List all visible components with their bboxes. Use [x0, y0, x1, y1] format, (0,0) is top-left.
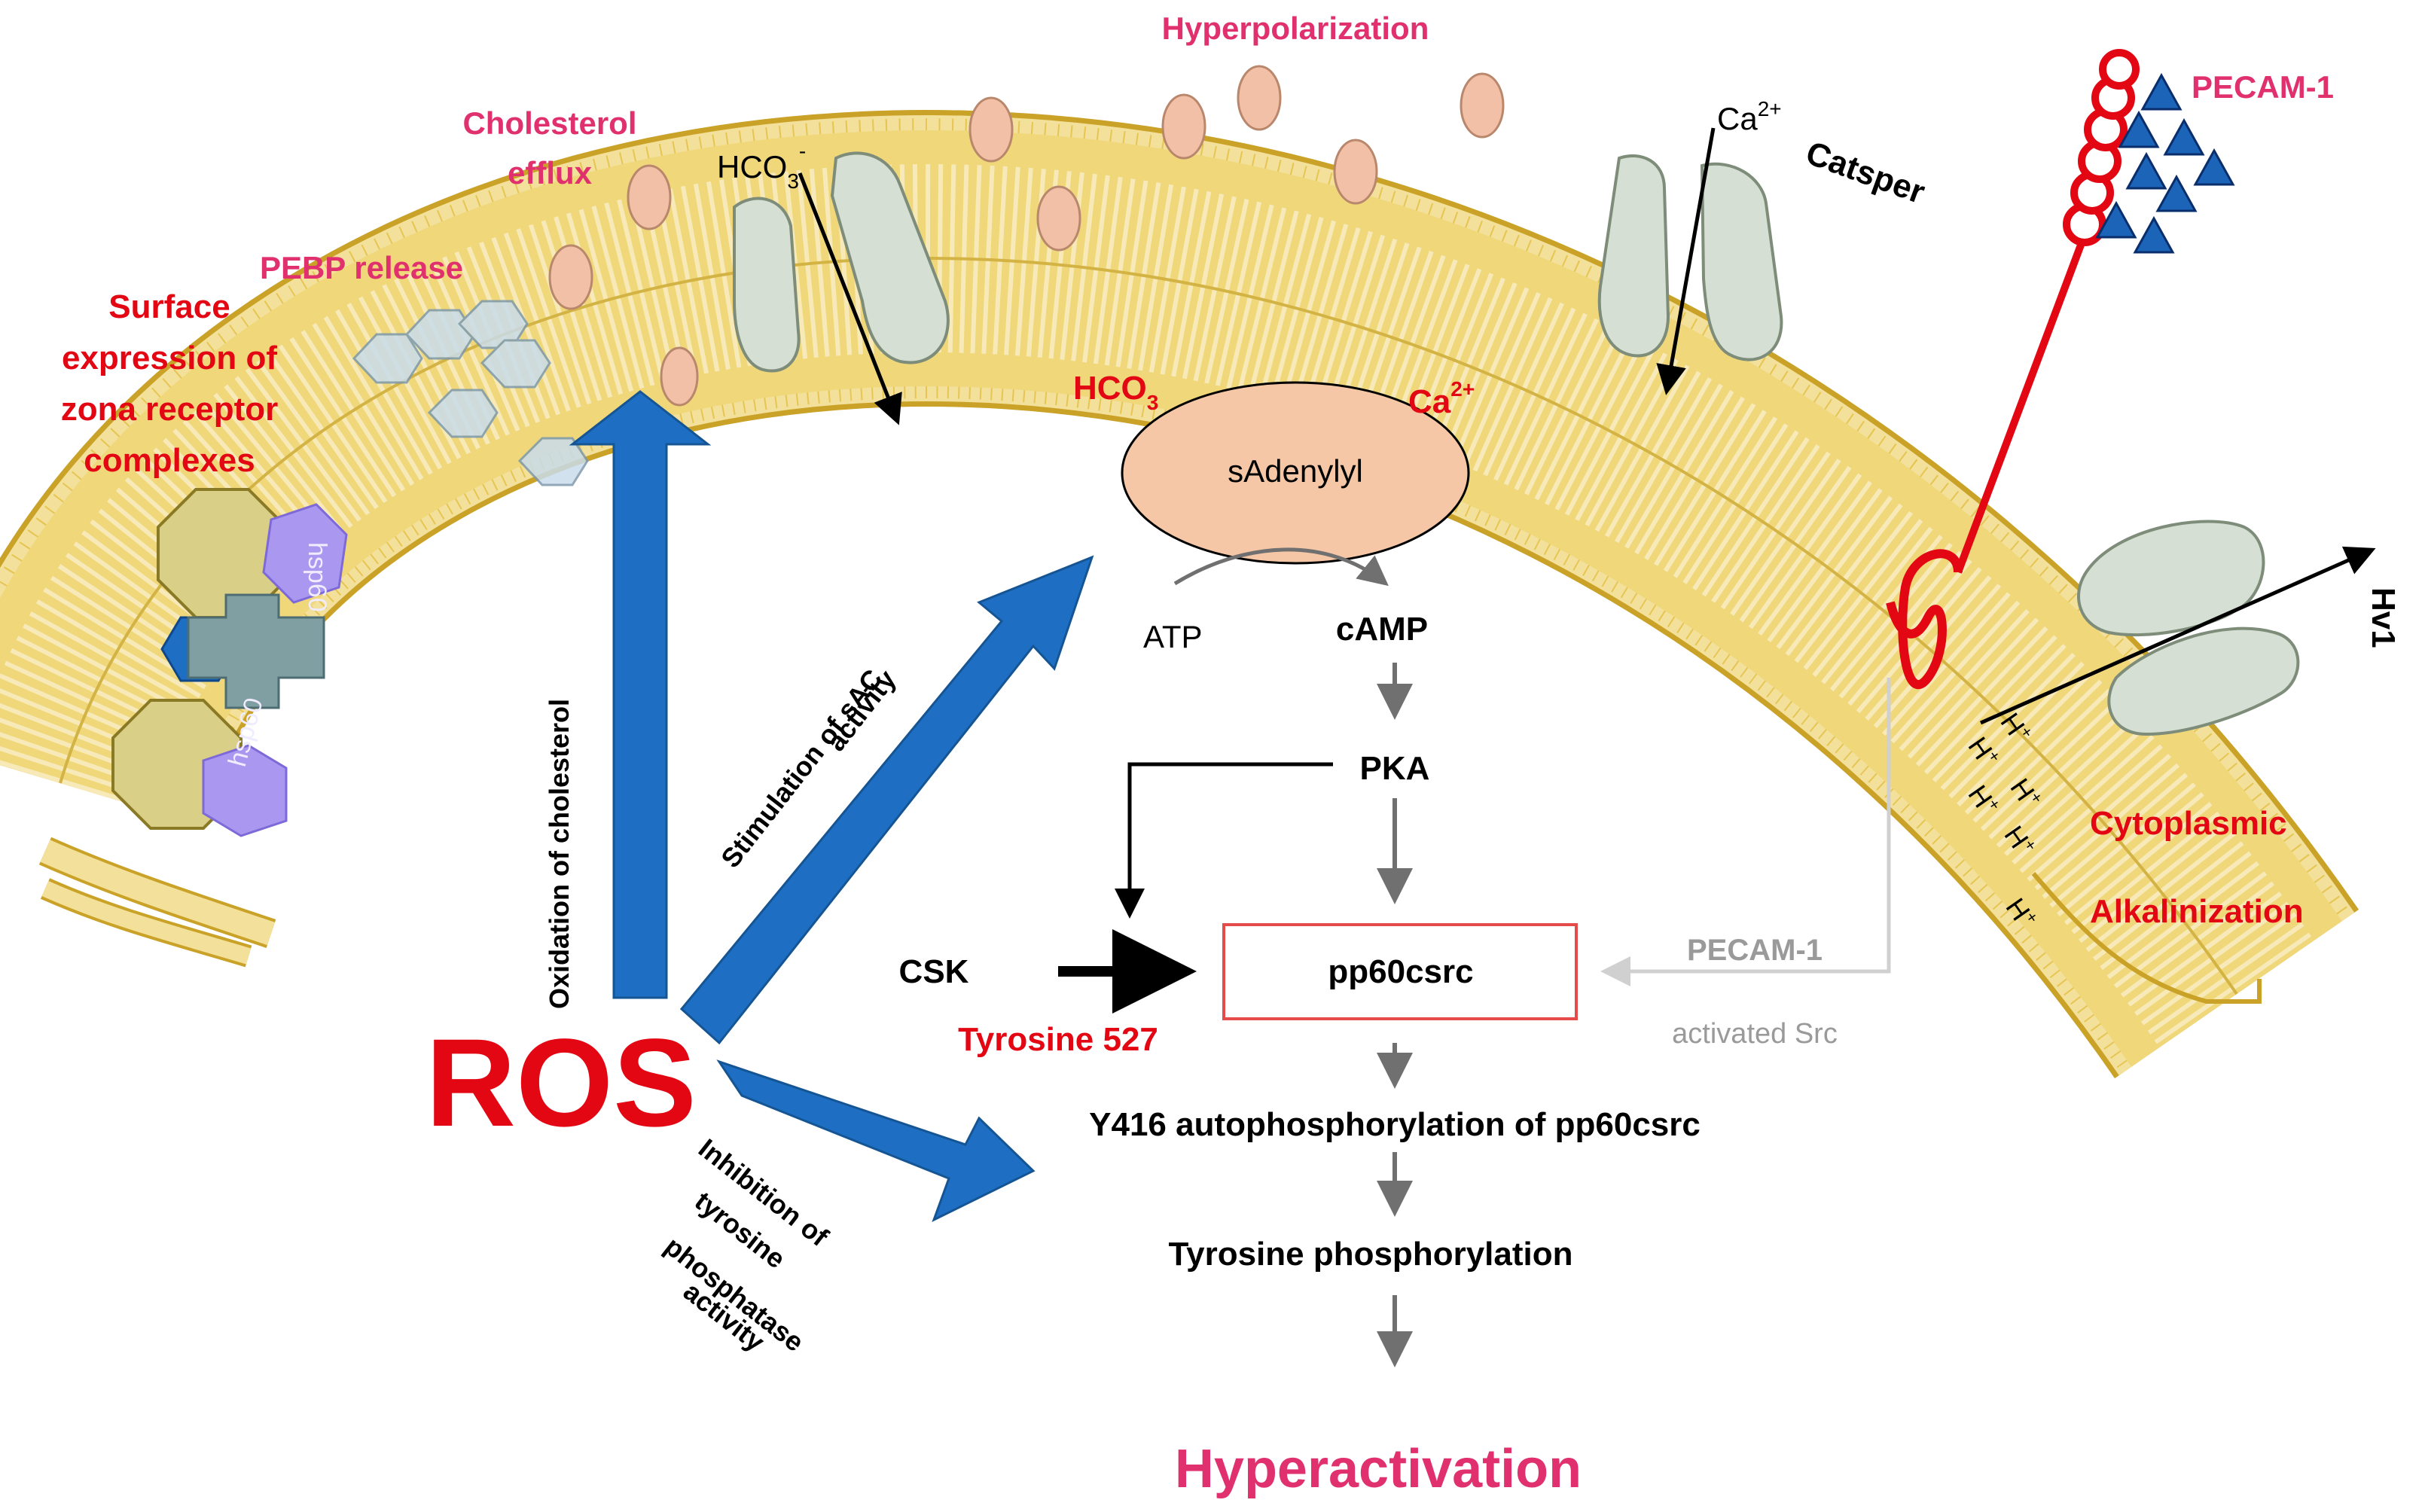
oxidation-label: Oxidation of cholesterol	[544, 699, 575, 1009]
zona-receptor-complex: hsp60 hsp60	[111, 488, 348, 837]
efflux-label: efflux	[508, 155, 593, 191]
catsper-label: Catsper	[1801, 134, 1930, 211]
catsper-channel	[1597, 154, 1783, 361]
inhibition-arrow	[716, 1059, 1036, 1222]
pebp-hexagons	[352, 300, 589, 486]
sadenylyl-label: sAdenylyl	[1228, 453, 1363, 489]
hv1-label: Hv1	[2365, 587, 2402, 648]
pecam-stalk	[1954, 239, 2086, 574]
proton-efflux-arrow	[1979, 546, 2376, 725]
tyrosine-phosphorylation-label: Tyrosine phosphorylation	[1168, 1236, 1572, 1273]
sadenylyl-cyclase	[1121, 381, 1470, 565]
pka-label: PKA	[1360, 750, 1430, 787]
cytoplasmic-label: Cytoplasmic	[2090, 805, 2287, 842]
membrane-right-end	[2031, 872, 2262, 1004]
complexes-label: complexes	[84, 442, 255, 479]
hyperpolarization-label: Hyperpolarization	[1162, 11, 1429, 46]
pecam-membrane-label: PECAM-1	[2192, 69, 2334, 105]
pp60csrc-box	[1222, 923, 1578, 1020]
membrane-ovals	[548, 65, 1505, 407]
hsp60-label-top: hsp60	[303, 542, 331, 612]
pecam-to-pp60-arrow	[1600, 678, 1891, 986]
hsp60-hexagon-bottom	[202, 744, 288, 837]
csk-label: CSK	[899, 953, 969, 990]
ca-influx-arrow	[1656, 127, 1716, 395]
surface-label: Surface	[108, 288, 230, 325]
y416-label: Y416 autophosphorylation of pp60csrc	[1089, 1106, 1701, 1143]
atp-to-camp-curve	[1173, 547, 1389, 587]
oxidation-arrow	[569, 390, 712, 999]
cross-complex	[187, 593, 325, 709]
pecam-1-receptor	[1886, 49, 2235, 689]
ros-label: ROS	[426, 1014, 697, 1153]
pka-to-csk-branch	[1115, 762, 1333, 919]
pecam-ig-domains	[2063, 49, 2140, 246]
cholesterol-label: Cholesterol	[462, 105, 636, 141]
pebp-release-label: PEBP release	[260, 250, 463, 285]
expression-of-label: expression of	[62, 340, 277, 376]
hsp60-hexagon-top	[262, 503, 348, 604]
tyrosine-527-label: Tyrosine 527	[958, 1021, 1158, 1058]
atp-label: ATP	[1143, 619, 1203, 654]
ca-membrane-label: Ca2+	[1717, 97, 1782, 136]
camp-label: cAMP	[1336, 611, 1428, 648]
hco3-pathway-label: HCO3	[1073, 370, 1158, 414]
zona-receptor-label: zona receptor	[61, 391, 279, 428]
hco3-membrane-label: HCO3-	[717, 139, 806, 193]
alkalinization-label: Alkalinization	[2090, 893, 2304, 930]
activated-src-label: activated Src	[1672, 1018, 1838, 1050]
hv1-channel	[2077, 520, 2300, 736]
stimulation-arrow	[679, 555, 1094, 1045]
ros-arrows	[569, 390, 1094, 1222]
hco3-influx-arrow	[798, 172, 902, 425]
pecam-coil	[1886, 549, 1963, 689]
svg-text:H+: H+	[1962, 779, 2005, 821]
pecam-src-label: PECAM-1	[1687, 934, 1823, 967]
ligand-triangles	[2095, 72, 2235, 254]
ca-pathway-label: Ca2+	[1408, 377, 1475, 420]
lower-membrane-stack	[38, 837, 276, 968]
hco3-channel	[733, 151, 950, 373]
hyperactivation-label: Hyperactivation	[1175, 1439, 1582, 1499]
pp60csrc-label: pp60csrc	[1328, 953, 1473, 990]
